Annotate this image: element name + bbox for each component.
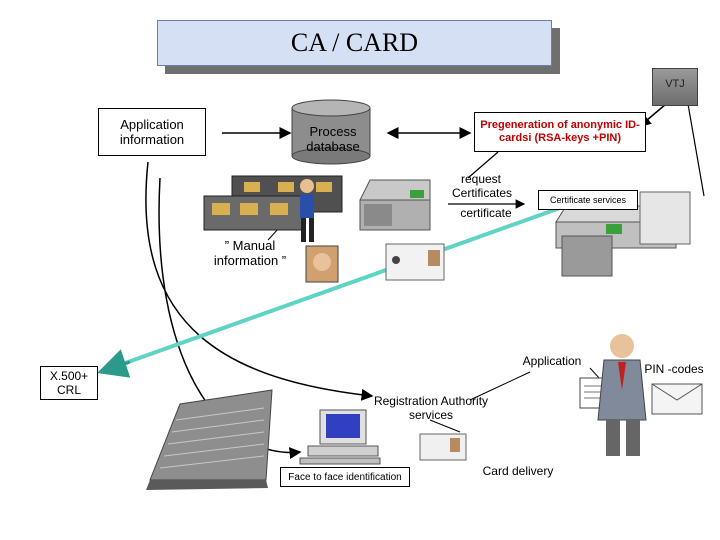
pin-envelope-icon <box>651 383 703 415</box>
pin-codes-label: PIN -codes <box>644 362 704 376</box>
certificate-services-label: Certificate services <box>549 195 627 205</box>
certificate-label: certificate <box>460 206 512 220</box>
line-ra-to-app <box>469 371 531 401</box>
card-delivery-label: Card delivery <box>482 464 554 478</box>
application-label: Application <box>522 354 582 368</box>
database-cylinder-icon <box>291 99 371 165</box>
line-vtj-right <box>687 103 705 197</box>
application-information-label: Application information <box>119 117 185 147</box>
face-to-face-label: Face to face identification <box>288 471 402 483</box>
office-building-icon <box>146 389 273 490</box>
x500-crl-box: X.500+ CRL <box>40 366 98 400</box>
network-line <box>99 196 589 374</box>
vtj-database-icon <box>652 68 698 106</box>
manual-information-label: ” Manual information ” <box>213 238 287 268</box>
vtj-label: VTJ <box>665 78 685 90</box>
delivered-card-icon <box>419 433 467 461</box>
card-production-machines-icon <box>203 175 343 231</box>
certificate-server-icon <box>359 179 431 231</box>
application-information-box: Application information <box>98 108 206 156</box>
certificate-services-box: Certificate services <box>538 190 638 210</box>
arrow-curve-ra-to-terminal <box>158 177 302 460</box>
x500-crl-label: X.500+ CRL <box>49 369 89 397</box>
cert-services-server-icon <box>555 191 691 277</box>
id-card-icon <box>385 243 445 281</box>
request-label: request <box>460 172 502 186</box>
computer-terminal-icon <box>299 409 381 465</box>
page-title: CA / CARD <box>290 28 419 57</box>
operator-figure-icon <box>300 179 314 242</box>
pregeneration-label: Pregeneration of anonymic ID-cardsi (RSA… <box>480 119 640 144</box>
person-photo-icon <box>305 245 339 283</box>
businessman-icon <box>597 334 647 456</box>
face-to-face-box: Face to face identification <box>280 467 410 487</box>
process-database-label: Process database <box>306 124 360 154</box>
registration-authority-label: Registration Authority services <box>373 394 489 422</box>
network-arrow <box>97 349 131 378</box>
certificates-label: Certificates <box>451 186 513 200</box>
line-ra-to-card <box>429 419 461 433</box>
pregeneration-box: Pregeneration of anonymic ID-cardsi (RSA… <box>474 112 646 152</box>
title-box: CA / CARD <box>157 20 552 66</box>
line-pregen-to-request <box>467 151 499 179</box>
